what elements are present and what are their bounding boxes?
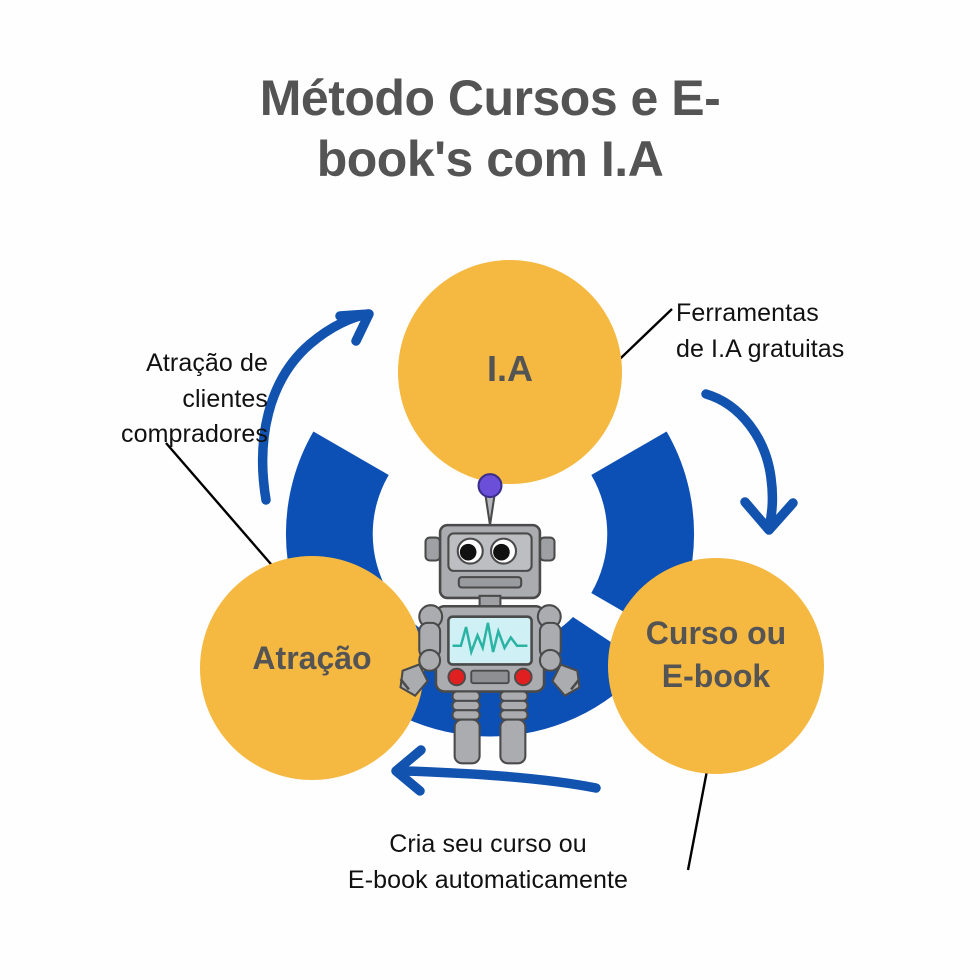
robot-mascot-icon	[399, 473, 581, 765]
robot-ear-right	[538, 536, 556, 562]
annotation-ferramentas-ia: Ferramentas de I.A gratuitas	[676, 299, 845, 363]
robot-button-right	[514, 667, 533, 687]
robot-screen-waveform	[452, 622, 528, 657]
robot-eye-right-pupil	[493, 543, 510, 561]
robot-eye-left-pupil	[459, 543, 477, 561]
node-circle-curso[interactable]	[608, 558, 824, 774]
annotation-atracao-clientes: Atração de clientes compradores	[121, 349, 268, 448]
robot-vent	[470, 669, 510, 685]
robot-antenna-ball	[477, 473, 503, 499]
robot-mouth	[457, 576, 523, 589]
arrow-right-down-icon	[701, 389, 798, 535]
robot-arm-right	[536, 604, 581, 698]
node-circle-ia[interactable]	[398, 260, 622, 484]
robot-arm-left	[399, 604, 444, 698]
leader-line-atracao	[165, 442, 284, 579]
robot-ear-left	[424, 536, 442, 562]
node-circle-atracao[interactable]	[200, 556, 424, 780]
robot-button-left	[447, 667, 466, 687]
arrow-bottom-left-icon	[391, 745, 601, 796]
page-title: Método Cursos e E- book's com I.A	[259, 70, 721, 187]
annotation-cria-curso: Cria seu curso ou E-book automaticamente	[347, 830, 629, 895]
robot-leg-left	[451, 690, 481, 765]
robot-leg-right	[499, 690, 529, 765]
arrow-left-up-icon	[257, 309, 374, 505]
